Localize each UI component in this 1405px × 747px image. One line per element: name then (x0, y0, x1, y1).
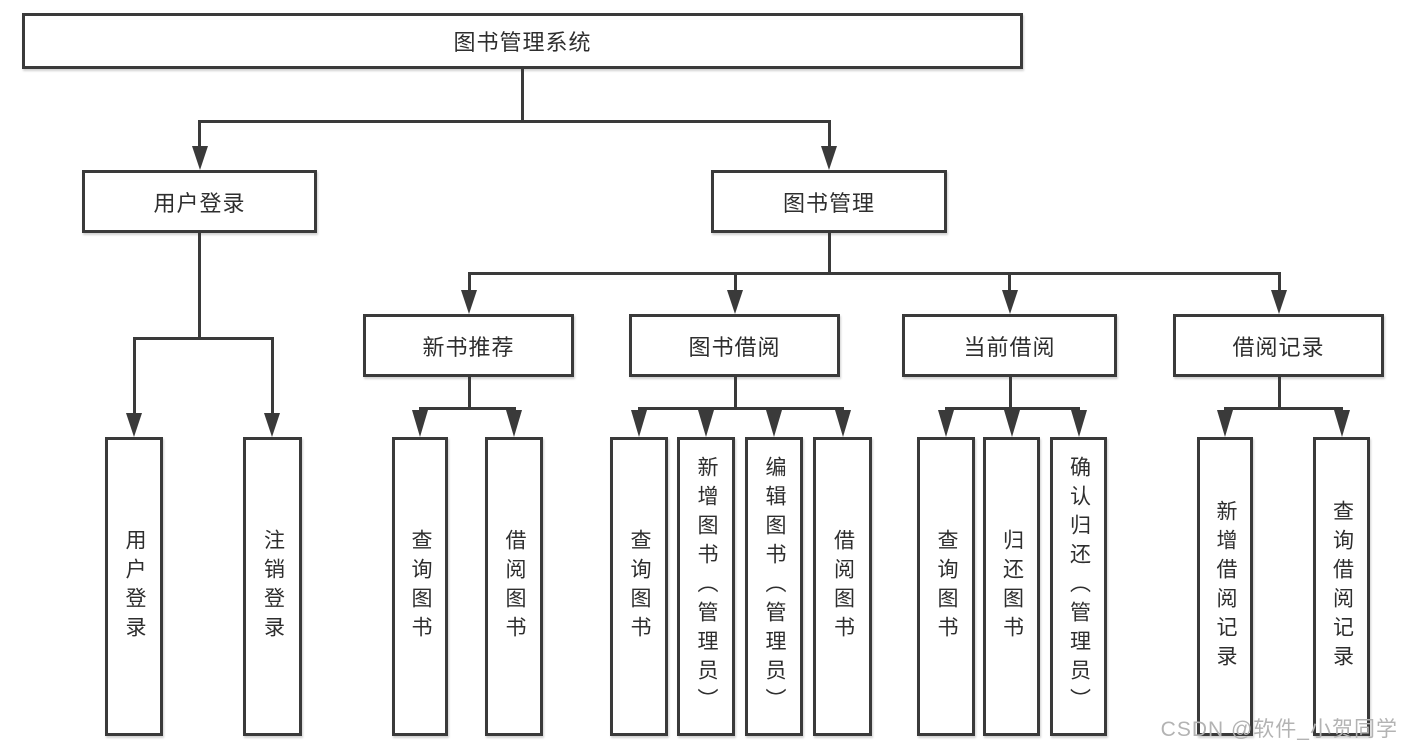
arrow-down-icon (698, 410, 714, 437)
arrow-down-icon (1217, 410, 1233, 437)
leaf-add-books-admin: 新增图书（管理员） (677, 437, 735, 736)
node-user-login-label: 用户登录 (153, 190, 246, 216)
connector-line (133, 340, 136, 414)
connector-line (1278, 275, 1281, 292)
node-book-borrowing-label: 图书借阅 (688, 334, 781, 360)
leaf-borrow-books-borrowing-label: 借阅图书 (831, 528, 855, 645)
connector-line (1008, 275, 1011, 292)
arrow-down-icon (938, 410, 954, 437)
connector-line (521, 69, 524, 123)
leaf-confirm-return-admin-label: 确认归还（管理员） (1067, 456, 1091, 717)
node-book-management-label: 图书管理 (782, 190, 875, 216)
leaf-edit-books-admin-label: 编辑图书（管理员） (763, 456, 786, 717)
connector-line (1224, 407, 1343, 410)
leaf-query-books-borrowing-label: 查询图书 (628, 528, 651, 645)
leaf-borrow-books-recommend-label: 借阅图书 (503, 528, 526, 645)
arrow-down-icon (821, 146, 837, 170)
leaf-confirm-return-admin: 确认归还（管理员） (1050, 437, 1107, 736)
connector-line (468, 275, 471, 292)
connector-line (638, 407, 844, 410)
leaf-add-borrow-record: 新增借阅记录 (1197, 437, 1253, 736)
leaf-add-books-admin-label: 新增图书（管理员） (695, 456, 718, 717)
connector-line (198, 123, 201, 148)
node-borrowing-records: 借阅记录 (1173, 314, 1384, 377)
connector-line (271, 340, 274, 414)
arrow-down-icon (192, 146, 208, 170)
leaf-user-login-label: 用户登录 (123, 528, 146, 645)
leaf-return-books-label: 归还图书 (1000, 528, 1024, 645)
node-book-management: 图书管理 (711, 170, 947, 233)
arrow-down-icon (412, 410, 428, 437)
node-new-book-recommendation-label: 新书推荐 (422, 334, 515, 360)
connector-line (198, 120, 831, 123)
leaf-user-login: 用户登录 (105, 437, 163, 736)
node-borrowing-records-label: 借阅记录 (1232, 334, 1325, 360)
leaf-query-books-current-label: 查询图书 (935, 528, 958, 645)
connector-line (1278, 377, 1281, 410)
leaf-return-books: 归还图书 (983, 437, 1040, 736)
leaf-borrow-books-borrowing: 借阅图书 (813, 437, 872, 736)
leaf-query-borrow-record: 查询借阅记录 (1313, 437, 1370, 736)
arrow-down-icon (631, 410, 647, 437)
node-root: 图书管理系统 (22, 13, 1023, 69)
connector-line (828, 233, 831, 275)
node-root-label: 图书管理系统 (453, 30, 592, 55)
arrow-down-icon (1004, 410, 1020, 437)
arrow-down-icon (727, 290, 743, 314)
arrow-down-icon (126, 413, 142, 437)
node-current-borrowing-label: 当前借阅 (963, 334, 1056, 360)
connector-line (945, 407, 1080, 410)
node-current-borrowing: 当前借阅 (902, 314, 1117, 377)
arrow-down-icon (1271, 290, 1287, 314)
arrow-down-icon (835, 410, 851, 437)
leaf-logout-login-label: 注销登录 (261, 528, 285, 645)
arrow-down-icon (766, 410, 782, 437)
arrow-down-icon (1002, 290, 1018, 314)
connector-line (734, 377, 737, 410)
leaf-query-books-recommend-label: 查询图书 (409, 528, 432, 645)
node-book-borrowing: 图书借阅 (629, 314, 840, 377)
arrow-down-icon (1071, 410, 1087, 437)
connector-line (419, 407, 516, 410)
leaf-query-books-current: 查询图书 (917, 437, 975, 736)
csdn-watermark: CSDN @软件_小贺同学 (1160, 718, 1398, 741)
connector-line (734, 275, 737, 292)
arrow-down-icon (1334, 410, 1350, 437)
arrow-down-icon (461, 290, 477, 314)
node-new-book-recommendation: 新书推荐 (363, 314, 574, 377)
leaf-add-borrow-record-label: 新增借阅记录 (1214, 499, 1237, 674)
connector-line (828, 123, 831, 148)
leaf-logout-login: 注销登录 (243, 437, 302, 736)
leaf-query-borrow-record-label: 查询借阅记录 (1330, 499, 1354, 674)
arrow-down-icon (506, 410, 522, 437)
connector-line (468, 377, 471, 410)
connector-line (133, 337, 274, 340)
arrow-down-icon (264, 413, 280, 437)
node-user-login: 用户登录 (82, 170, 317, 233)
leaf-query-books-recommend: 查询图书 (392, 437, 448, 736)
connector-line (198, 233, 201, 340)
leaf-borrow-books-recommend: 借阅图书 (485, 437, 543, 736)
leaf-edit-books-admin: 编辑图书（管理员） (745, 437, 803, 736)
leaf-query-books-borrowing: 查询图书 (610, 437, 668, 736)
connector-line (1009, 377, 1012, 410)
connector-line (468, 272, 1281, 275)
